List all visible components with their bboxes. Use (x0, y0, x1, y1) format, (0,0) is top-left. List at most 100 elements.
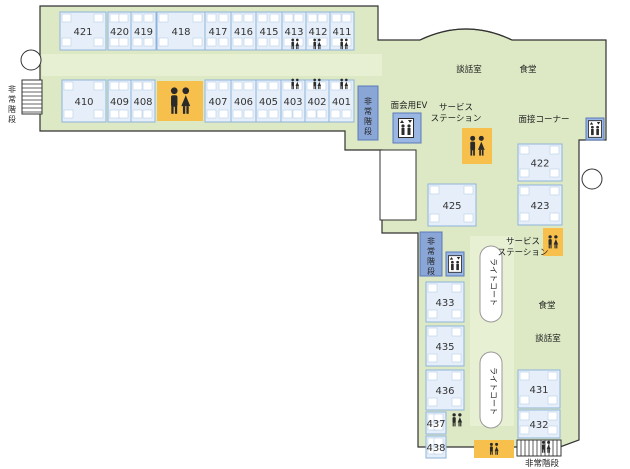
room-405 (255, 79, 282, 123)
restroom-service-mid (543, 228, 563, 256)
room-410 (61, 79, 107, 123)
emergency-stairs-bottom (516, 439, 562, 457)
lounge-label-bottom: 談話室 (535, 333, 561, 344)
room-433 (425, 281, 465, 323)
room-409 (107, 79, 132, 123)
svg-text:階: 階 (427, 256, 435, 266)
light-court-label-1: ライトコート (489, 258, 498, 306)
room-number-402: 402 (307, 97, 326, 108)
room-407 (204, 79, 232, 123)
room-number-406: 406 (234, 97, 253, 108)
svg-text:段: 段 (364, 126, 372, 136)
room-417 (204, 11, 232, 51)
room-number-409: 409 (110, 97, 129, 108)
exterior-notch (379, 149, 417, 221)
light-court-1 (479, 245, 503, 323)
room-number-433: 433 (435, 298, 454, 309)
room-number-410: 410 (74, 97, 93, 108)
column-left (20, 49, 42, 71)
room-408 (130, 79, 156, 123)
room-415 (255, 11, 283, 51)
svg-text:常: 常 (8, 95, 16, 104)
room-401 (328, 79, 355, 123)
elevator-icon-right (588, 120, 602, 138)
room-436 (425, 369, 465, 411)
room-421 (59, 11, 107, 51)
room-number-422: 422 (530, 159, 549, 170)
svg-text:常: 常 (427, 247, 435, 256)
facilities (157, 38, 605, 458)
room-413 (281, 11, 307, 51)
room-number-408: 408 (133, 97, 152, 108)
room-412 (305, 11, 331, 51)
room-number-405: 405 (259, 97, 278, 108)
restroom-service-top (462, 128, 492, 164)
emergency-stairs-left (21, 79, 43, 115)
service-station-top-line1: サービス (439, 103, 473, 113)
svg-text:階: 階 (364, 116, 372, 126)
room-number-435: 435 (435, 342, 454, 353)
room-number-423: 423 (530, 201, 549, 212)
room-number-401: 401 (332, 97, 351, 108)
stairs-right (419, 231, 443, 277)
room-number-436: 436 (435, 386, 454, 397)
stairs-top (357, 85, 379, 141)
room-425 (427, 183, 477, 227)
svg-text:段: 段 (427, 266, 435, 276)
svg-text:非: 非 (364, 96, 372, 106)
elevator-icon-mid (448, 255, 462, 273)
corridor-top (42, 54, 382, 76)
room-number-411: 411 (332, 27, 351, 38)
light-court-2 (479, 351, 503, 429)
svg-text:常: 常 (364, 107, 372, 116)
room-number-421: 421 (73, 27, 92, 38)
room-432 (517, 409, 561, 439)
room-411 (329, 11, 355, 51)
patient-rooms (59, 11, 563, 459)
room-419 (130, 11, 157, 51)
room-402 (304, 79, 330, 123)
room-number-416: 416 (234, 27, 253, 38)
emergency-stairs-label-right: 非常階段 (427, 236, 435, 276)
area-labels: 談話室 食堂 面会用EV サービス ステーション 面接コーナー サービス ステー… (391, 64, 570, 469)
emergency-stairs-label-bottom: 非常階段 (525, 458, 560, 469)
visiting-corner-label: 面接コーナー (518, 114, 569, 125)
dining-label-top: 食堂 (519, 64, 536, 75)
svg-text:非: 非 (427, 236, 435, 246)
room-423 (517, 184, 563, 226)
elevator-icon-top (398, 118, 414, 138)
room-416 (230, 11, 257, 51)
dome-outline (419, 28, 513, 41)
room-406 (230, 79, 257, 123)
room-418 (156, 11, 206, 51)
room-422 (517, 143, 563, 182)
room-number-437: 437 (426, 419, 445, 430)
room-number-418: 418 (171, 27, 190, 38)
room-number-420: 420 (110, 27, 129, 38)
room-438 (425, 435, 447, 459)
column-right (581, 168, 603, 190)
dining-label-bottom: 食堂 (538, 300, 555, 311)
room-number-419: 419 (134, 27, 153, 38)
room-number-403: 403 (283, 97, 302, 108)
restroom-bottom (474, 440, 514, 458)
room-number-417: 417 (208, 27, 227, 38)
room-431 (517, 369, 561, 409)
service-station-mid-line1: サービス (506, 237, 540, 247)
service-station-top-line2: ステーション (431, 114, 482, 124)
room-number-413: 413 (284, 27, 303, 38)
room-number-415: 415 (259, 27, 278, 38)
room-number-438: 438 (426, 443, 445, 454)
emergency-stairs-label-top: 非常階段 (364, 96, 372, 136)
room-number-431: 431 (529, 385, 548, 396)
service-station-mid-line2: ステーション (498, 248, 549, 258)
light-court-label-2: ライトコート (489, 367, 498, 415)
emergency-stairs-label-left: 非常階段 (8, 84, 16, 124)
elevator-label: 面会用EV (391, 100, 428, 111)
room-number-407: 407 (208, 97, 227, 108)
room-435 (425, 325, 465, 367)
svg-text:階: 階 (8, 104, 16, 114)
